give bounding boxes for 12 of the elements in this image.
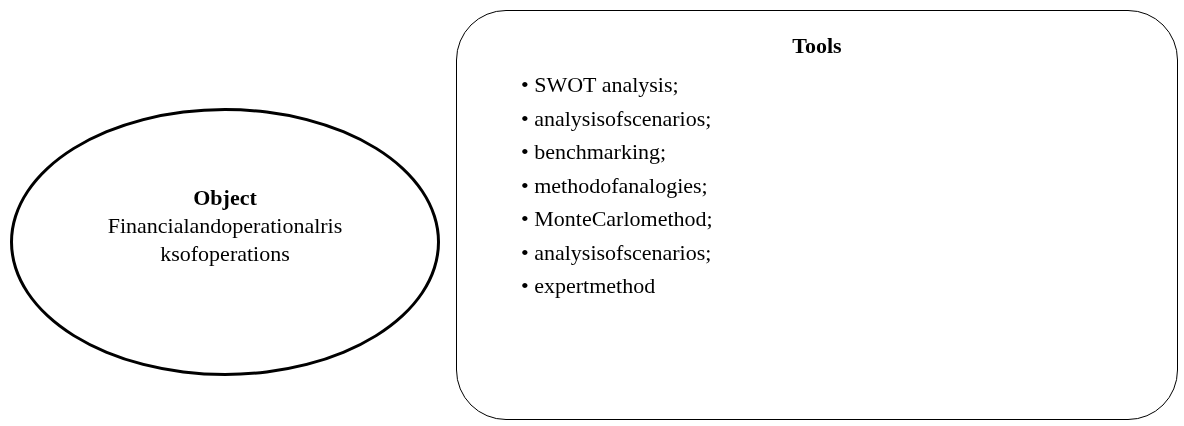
list-item: • expertmethod xyxy=(521,272,657,300)
tools-box xyxy=(456,10,1178,420)
object-ellipse xyxy=(10,108,440,376)
box-heading: Tools xyxy=(791,33,843,60)
list-item: • analysisofscenarios; xyxy=(521,104,713,133)
ellipse-text: Financialandoperationalris ksofoperations xyxy=(106,211,344,269)
list-item: • analysisofscenarios; xyxy=(521,238,713,267)
list-item: • SWOT analysis; xyxy=(521,71,680,99)
list-item: • methodofanalogies; xyxy=(521,171,709,200)
list-item: • MonteCarlomethod; xyxy=(521,205,713,233)
list-item: • benchmarking; xyxy=(521,138,668,166)
ellipse-heading: Object xyxy=(193,185,257,212)
